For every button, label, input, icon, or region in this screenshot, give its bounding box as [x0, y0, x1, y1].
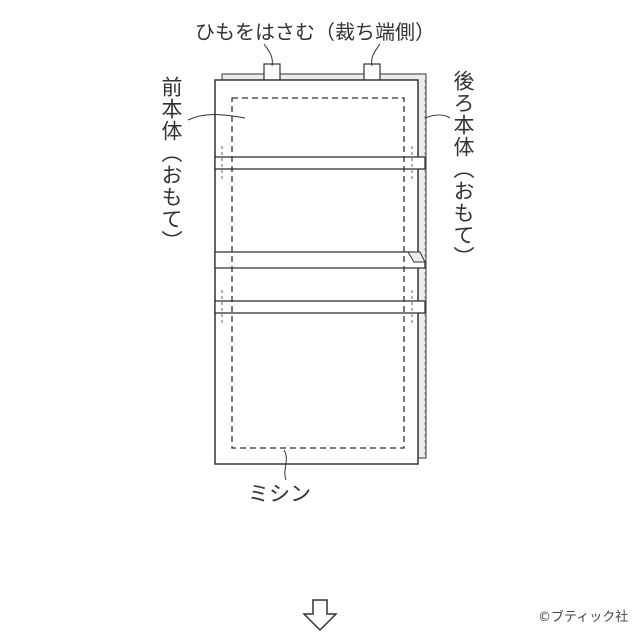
upper-band: [214, 146, 426, 182]
leader-string-left: [263, 43, 273, 67]
stitch-line: [231, 97, 405, 449]
leader-back: [424, 114, 451, 119]
middle-pocket: [214, 251, 426, 269]
down-arrow-outline-icon: [302, 599, 338, 632]
back-body-label: 後ろ本体（おもて）: [451, 70, 475, 268]
leader-lines: [187, 43, 451, 481]
string-caught-label: ひもをはさむ（裁ち端側）: [195, 20, 435, 44]
front-body-panel: [214, 79, 419, 465]
lower-band: [214, 290, 426, 326]
sewing-label: ミシン: [248, 482, 311, 506]
leader-sewing: [283, 449, 287, 481]
leader-front: [187, 114, 246, 121]
copyright-text: ©ブティック社: [538, 610, 629, 625]
front-body-label: 前本体（おもて）: [159, 76, 183, 252]
leader-string-right: [371, 43, 381, 67]
